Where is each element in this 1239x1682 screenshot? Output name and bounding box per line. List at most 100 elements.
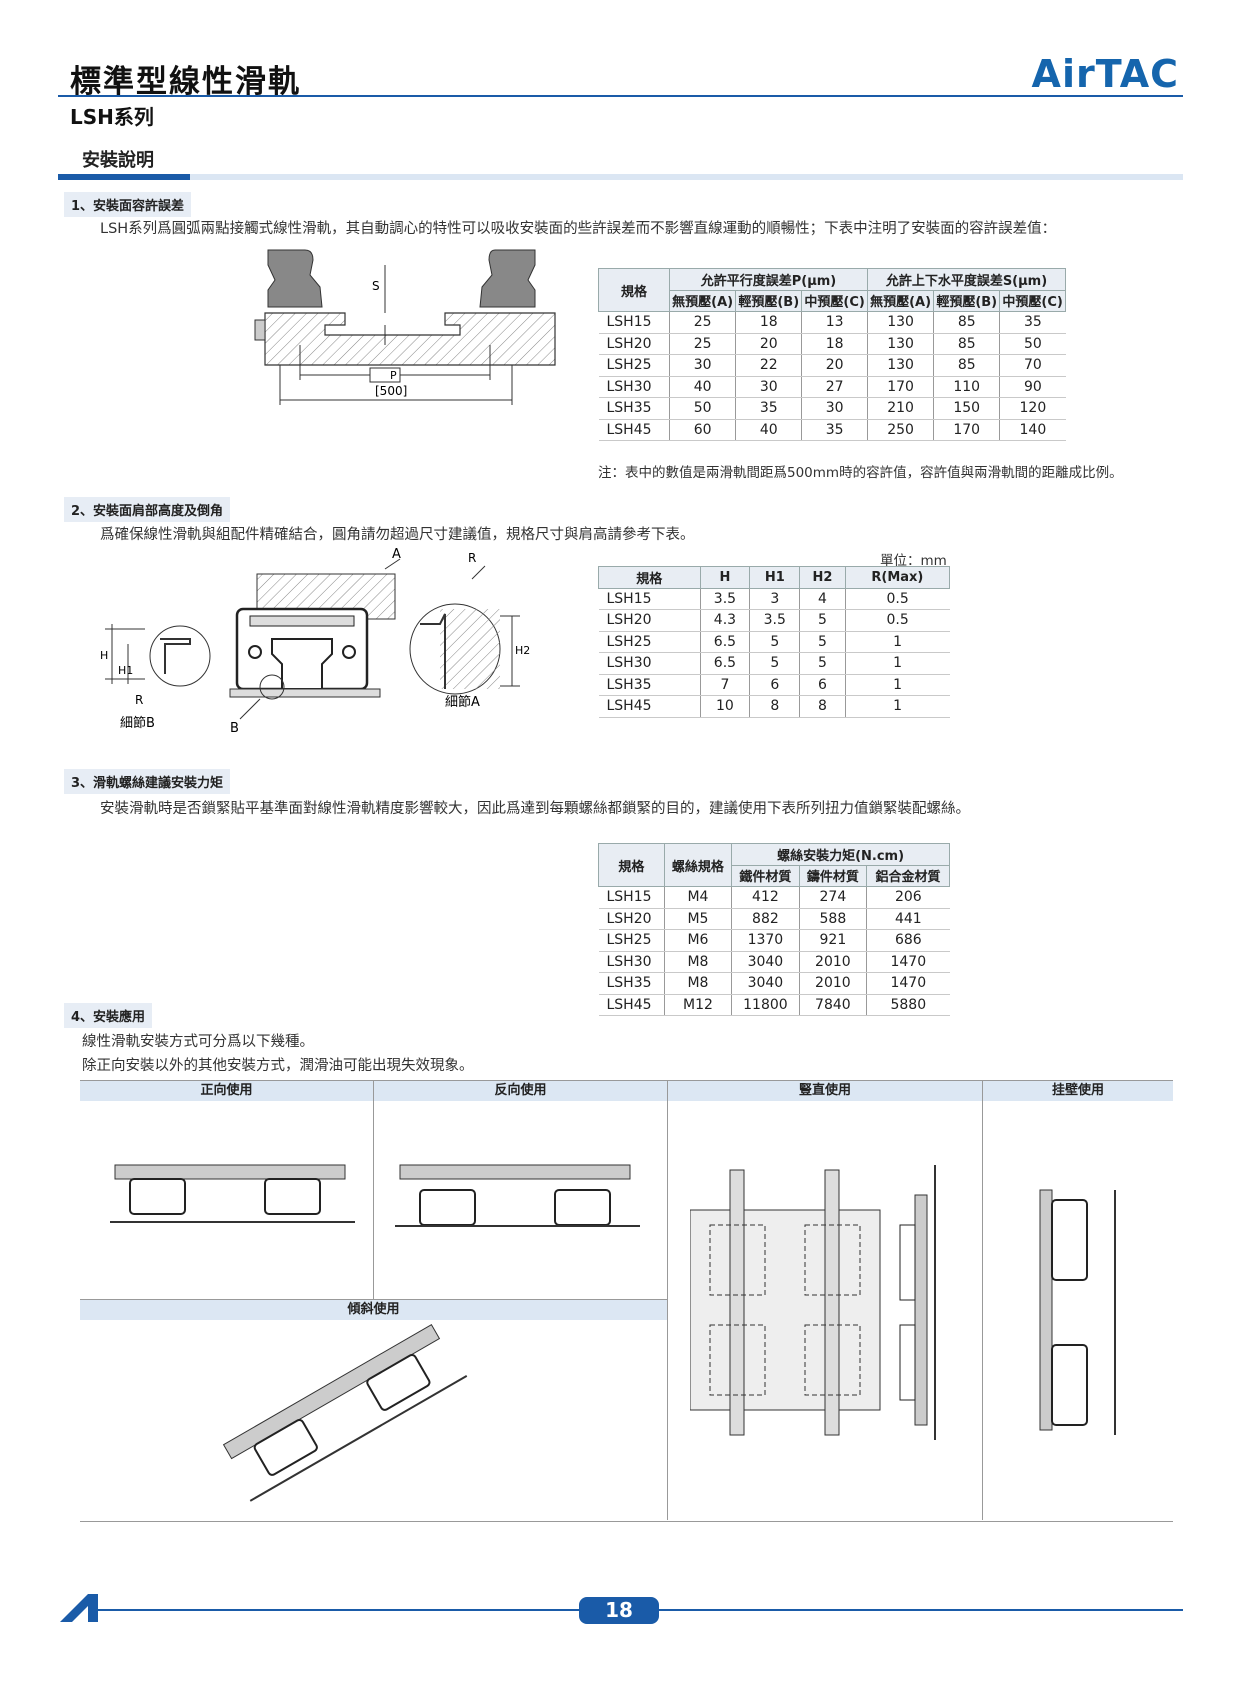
tolerance-cell: 35: [801, 419, 868, 441]
app-divider-3: [982, 1081, 983, 1520]
s1-note: 注：表中的數值是兩滑軌間距爲500mm時的容許值，容許值與兩滑軌間的距離成比例。: [598, 465, 1123, 481]
torque-cell: 1370: [731, 929, 800, 952]
section-bar: [58, 174, 1183, 180]
tolerance-cell: 170: [933, 419, 1000, 441]
th3-alu: 鋁合金材質: [866, 864, 950, 887]
s1-title: 1、安裝面容許誤差: [64, 192, 192, 217]
tolerance-cell: 30: [735, 376, 802, 398]
th3-cast: 鑄件材質: [798, 864, 868, 887]
shoulder-header: R(Max): [844, 566, 951, 589]
tolerance-cell: LSH45: [598, 419, 670, 441]
s3-title: 3、滑軌螺絲建議安裝力矩: [64, 769, 231, 794]
s2-title: 2、安裝面肩部高度及倒角: [64, 497, 231, 522]
torque-cell: 3040: [731, 972, 800, 995]
torque-cell: 441: [866, 908, 950, 930]
shoulder-cell: 1: [844, 695, 950, 718]
tolerance-cell: 30: [801, 397, 868, 420]
detail-a-label: 細節A: [445, 695, 480, 710]
tolerance-cell: 130: [866, 354, 934, 377]
torque-cell: 11800: [731, 994, 800, 1016]
shoulder-cell: 6: [749, 674, 800, 696]
th-p-c: 中預壓(C): [801, 289, 868, 312]
tolerance-cell: 150: [933, 397, 1000, 420]
s4-title: 4、安裝應用: [64, 1003, 153, 1028]
tolerance-cell: LSH20: [598, 333, 670, 355]
fig-h2-label: H2: [515, 644, 530, 657]
app-label-vertical: 豎直使用: [668, 1081, 982, 1101]
torque-cell: 5880: [866, 994, 950, 1016]
section-title: 安裝說明: [82, 150, 154, 171]
torque-cell: LSH25: [598, 929, 665, 952]
shoulder-cell: 3.5: [749, 609, 800, 632]
tolerance-cell: 70: [999, 354, 1066, 377]
tolerance-cell: LSH35: [598, 397, 670, 420]
tolerance-cell: 85: [933, 311, 1000, 334]
fig-a-label: A: [392, 547, 401, 562]
fig-s-label: S: [372, 279, 380, 293]
torque-cell: 1470: [866, 951, 950, 973]
shoulder-cell: 8: [799, 695, 846, 718]
shoulder-cell: 5: [799, 631, 846, 653]
tolerance-cell: 20: [801, 354, 868, 377]
tolerance-cell: 27: [801, 376, 868, 398]
tolerance-table: 規格 允許平行度誤差P(μm) 允許上下水平度誤差S(μm) 無預壓(A) 輕預…: [598, 268, 1067, 441]
shoulder-cell: 5: [799, 609, 846, 632]
s4-desc1: 線性滑軌安裝方式可分爲以下幾種。: [82, 1034, 314, 1050]
torque-cell: 882: [731, 908, 800, 930]
tolerance-cell: 18: [735, 311, 802, 334]
series-label: LSH系列: [70, 105, 154, 129]
shoulder-cell: 10: [699, 695, 750, 718]
torque-cell: 686: [866, 929, 950, 952]
brand-logo: AirTAC: [1031, 52, 1179, 96]
tolerance-cell: 130: [866, 333, 934, 355]
tolerance-cell: LSH15: [598, 311, 670, 334]
fig-h-label: H: [100, 649, 108, 662]
shoulder-header: 規格: [598, 566, 701, 589]
vertical-mount-drawing: [690, 1165, 936, 1440]
s3-desc: 安裝滑軌時是否鎖緊貼平基準面對線性滑軌精度影響較大，因此爲達到每顆螺絲都鎖緊的目…: [100, 801, 970, 817]
tolerance-cell: 35: [999, 311, 1066, 334]
fig-b-label: B: [230, 721, 239, 736]
fig-h1-label: H1: [118, 664, 133, 677]
shoulder-header: H: [699, 566, 751, 589]
header-rule: [58, 95, 1183, 97]
th3-iron: 鐵件材質: [731, 864, 800, 887]
app-label-incline: 傾斜使用: [80, 1300, 667, 1320]
th-p-a: 無預壓(A): [668, 289, 737, 312]
shoulder-header: H2: [799, 566, 846, 589]
th-s-a: 無預壓(A): [866, 289, 935, 312]
tolerance-diagram: S P [500]: [254, 249, 556, 405]
shoulder-cell: 6.5: [699, 631, 750, 653]
s1-desc: LSH系列爲圓弧兩點接觸式線性滑軌，其自動調心的特性可以吸收安裝面的些許誤差而不…: [100, 221, 1057, 237]
th-spec: 規格: [598, 268, 670, 312]
tolerance-cell: 20: [735, 333, 802, 355]
torque-table: 規格 螺絲規格 螺絲安裝力矩(N.cm) 鐵件材質 鑄件材質 鋁合金材質 LSH…: [598, 843, 950, 1016]
torque-cell: M8: [663, 951, 732, 973]
torque-cell: LSH35: [598, 972, 665, 995]
normal-mount-drawing: [110, 1164, 355, 1223]
tolerance-cell: 130: [866, 311, 934, 334]
shoulder-diagram: A B H H1 R 細節B R H2 細節A: [100, 547, 530, 736]
fig-p-label: P: [390, 369, 397, 382]
application-area: [80, 1080, 1173, 1522]
torque-cell: M5: [663, 908, 732, 930]
tolerance-cell: 30: [668, 354, 736, 377]
torque-cell: 588: [798, 908, 867, 930]
tolerance-cell: 85: [933, 333, 1000, 355]
shoulder-header: H1: [749, 566, 801, 589]
shoulder-cell: 5: [749, 652, 800, 675]
shoulder-cell: 3.5: [699, 588, 750, 610]
tolerance-cell: 35: [735, 397, 802, 420]
app-divider-2: [667, 1081, 668, 1520]
shoulder-cell: LSH15: [598, 588, 701, 610]
